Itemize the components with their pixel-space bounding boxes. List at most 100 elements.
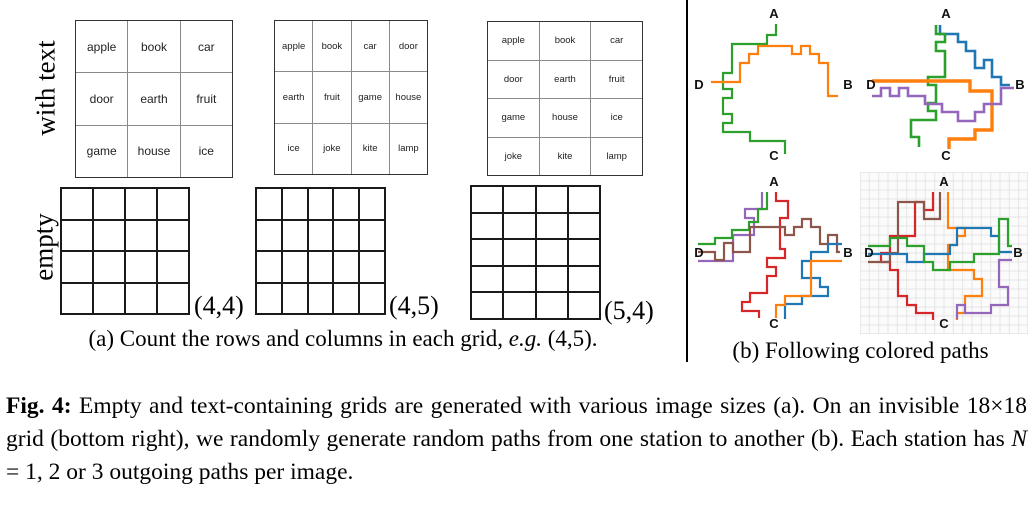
caption-a: (a) Count the rows and columns in each g…	[0, 326, 686, 352]
station-label-A: A	[769, 174, 779, 189]
empty-grid-cell	[360, 189, 384, 219]
empty-grid-cell	[472, 240, 503, 265]
empty-grid-cell	[94, 220, 124, 250]
empty-grid-cell	[257, 252, 281, 282]
green-path	[698, 192, 769, 246]
empty-grid-cell	[308, 189, 333, 219]
empty-grid-cell	[536, 213, 567, 239]
green-path	[721, 24, 787, 154]
grid-word-cell: book	[313, 21, 351, 72]
empty-grid-cell	[257, 283, 281, 313]
empty-grid-cell	[472, 293, 503, 318]
grid-word-cell: fruit	[180, 73, 232, 125]
station-label-C: C	[769, 316, 779, 331]
grid-word-cell: joke	[488, 137, 539, 175]
empty-grid-cell	[334, 283, 359, 313]
grid-word-cell: kite	[351, 123, 389, 174]
empty-grid-cell	[62, 220, 92, 250]
red-path	[740, 192, 790, 318]
empty-grid-cell	[257, 220, 281, 250]
empty-grid-cell	[504, 266, 535, 292]
empty-grid-cell	[504, 293, 535, 318]
empty-grid-cell	[360, 252, 384, 282]
empty-grid-cell	[536, 240, 567, 265]
grid-word-cell: house	[128, 125, 180, 177]
figure-caption-math-n: N	[1011, 426, 1027, 452]
empty-grid-cell	[62, 252, 92, 282]
grid-word-cell: book	[128, 21, 180, 73]
empty-grid-cell	[158, 220, 188, 250]
grid-word-cell: game	[76, 125, 128, 177]
grid-word-cell: car	[591, 22, 642, 60]
grid-word-cell: door	[76, 73, 128, 125]
grid-word-cell: joke	[313, 123, 351, 174]
empty-grid-cell	[282, 252, 307, 282]
grid-word-cell: door	[488, 60, 539, 98]
empty-grid-cell	[360, 283, 384, 313]
empty-grid-cell	[536, 187, 567, 212]
empty-grid-4x5	[255, 187, 386, 315]
path-panel-3: A B C D	[690, 172, 858, 334]
grid-word-cell: fruit	[313, 72, 351, 123]
grid-word-cell: apple	[275, 21, 313, 72]
orange-path	[872, 79, 994, 149]
grid-word-cell: ice	[591, 99, 642, 137]
green-path	[909, 25, 947, 147]
caption-a-eg: e.g.	[508, 326, 542, 351]
empty-grid-cell	[504, 213, 535, 239]
grid-size-label-54: (5,4)	[604, 296, 654, 325]
figure-caption-body2: = 1, 2 or 3 outgoing paths per image.	[6, 459, 354, 485]
empty-grid-cell	[94, 283, 124, 313]
station-label-D: D	[694, 245, 703, 260]
empty-grid-cell	[334, 252, 359, 282]
grid-word-cell: kite	[539, 137, 591, 175]
empty-grid-cell	[126, 283, 156, 313]
empty-grid-cell	[308, 252, 333, 282]
empty-grid-cell	[62, 283, 92, 313]
figure-caption-body1: Empty and text-containing grids are gene…	[6, 393, 1028, 452]
brown-path	[698, 217, 840, 262]
empty-grid-cell	[126, 189, 156, 219]
empty-grid-cell	[568, 187, 599, 212]
grid-word-cell: earth	[128, 73, 180, 125]
station-label-D: D	[866, 77, 875, 92]
station-label-D: D	[694, 77, 703, 92]
blue-path	[938, 25, 1010, 87]
empty-grid-cell	[568, 213, 599, 239]
caption-b: (b) Following colored paths	[732, 338, 989, 363]
empty-grid-cell	[334, 220, 359, 250]
empty-grid-cell	[282, 283, 307, 313]
empty-grid-4x4	[60, 187, 190, 315]
empty-grid-cell	[158, 252, 188, 282]
purple-path	[955, 258, 1012, 319]
grid-word-cell: house	[389, 72, 427, 123]
orange-path	[711, 44, 838, 98]
brown-path	[868, 192, 942, 264]
station-label-A: A	[941, 6, 951, 21]
purple-path	[872, 86, 1014, 123]
empty-grid-cell	[360, 220, 384, 250]
grid-word-cell: apple	[76, 21, 128, 73]
empty-grid-cell	[282, 220, 307, 250]
grid-word-cell: game	[488, 99, 539, 137]
station-label-C: C	[769, 148, 779, 163]
station-label-C: C	[941, 148, 951, 163]
station-label-A: A	[769, 6, 779, 21]
orange-path	[774, 259, 842, 318]
grid-word-cell: game	[351, 72, 389, 123]
empty-grid-cell	[536, 266, 567, 292]
station-label-B: B	[843, 245, 852, 260]
empty-grid-cell	[158, 283, 188, 313]
empty-grid-cell	[158, 189, 188, 219]
empty-grid-cell	[282, 189, 307, 219]
row-label-with-text: with text	[30, 40, 61, 136]
grid-word-cell: lamp	[591, 137, 642, 175]
empty-grid-cell	[126, 220, 156, 250]
